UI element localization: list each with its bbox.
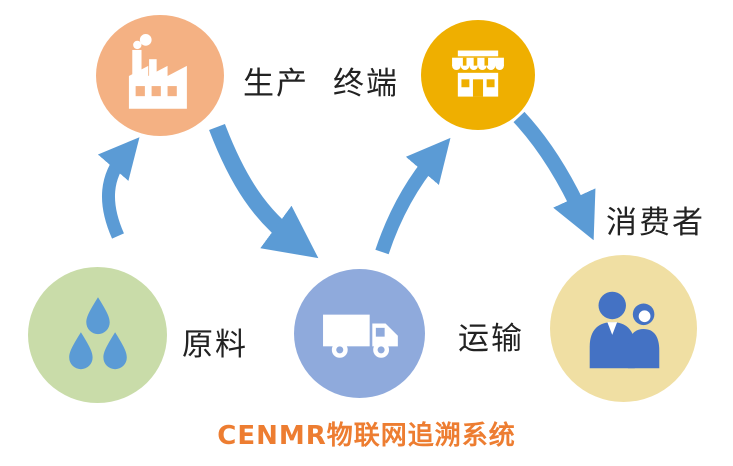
arrow-production-to-transport bbox=[209, 123, 319, 259]
production-node bbox=[96, 15, 224, 136]
transport-label: 运输 bbox=[458, 321, 524, 357]
factory-icon bbox=[117, 33, 203, 118]
diagram-title: CENMR物联网追溯系统 bbox=[217, 421, 516, 451]
raw-material-label: 原料 bbox=[182, 327, 248, 363]
raw-material-node bbox=[28, 267, 167, 403]
water-drops-icon bbox=[52, 290, 144, 380]
people-icon bbox=[574, 280, 674, 378]
transport-node bbox=[294, 269, 425, 398]
arrow-transport-to-terminal bbox=[375, 137, 451, 255]
terminal-label: 终端 bbox=[333, 66, 399, 102]
production-label: 生产 bbox=[243, 66, 309, 102]
truck-icon bbox=[315, 290, 405, 378]
consumer-label: 消费者 bbox=[606, 205, 705, 241]
storefront-icon bbox=[441, 39, 515, 111]
arrow-raw-material-to-production bbox=[97, 137, 140, 239]
arrow-terminal-to-consumer bbox=[513, 111, 596, 241]
terminal-node bbox=[421, 20, 535, 130]
consumer-node bbox=[550, 255, 697, 402]
